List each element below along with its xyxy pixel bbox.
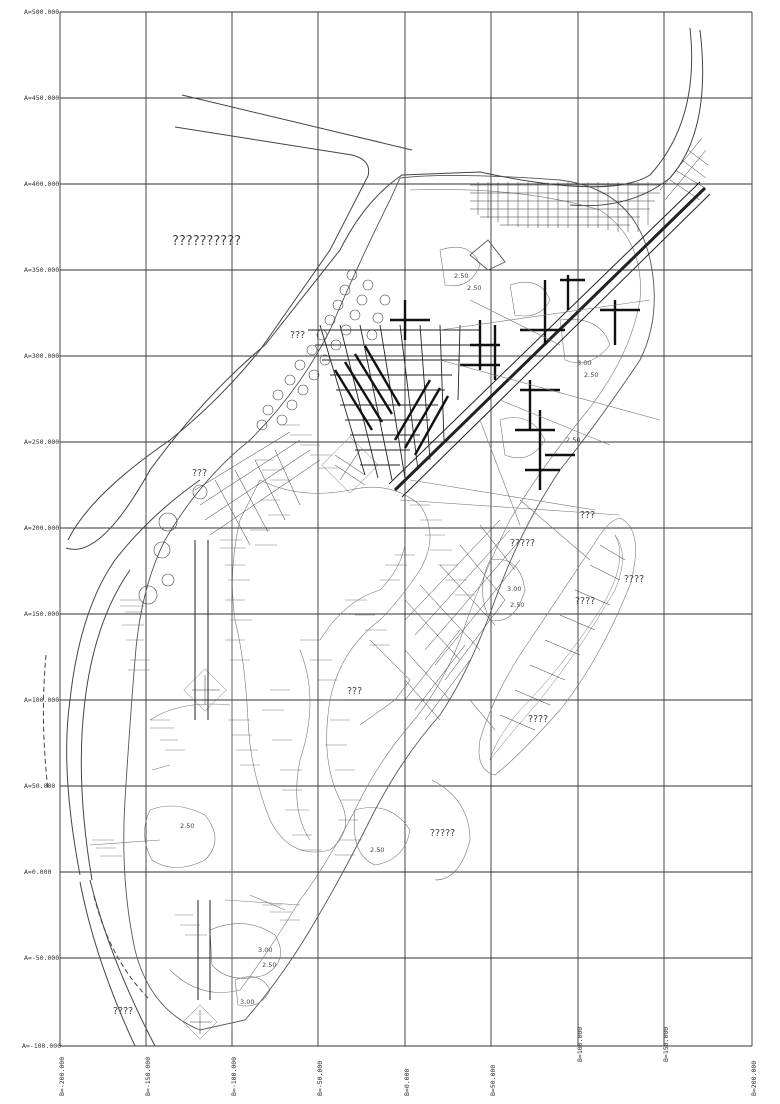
island-outline (123, 174, 655, 1031)
elevation-labels: 2.50 2.50 3.00 2.50 2.50 3.00 2.50 3.00 … (180, 272, 598, 1006)
grid-col-label: B=150.000 (662, 1027, 670, 1062)
grid-col-label: B=200.000 (750, 1061, 758, 1096)
roads (42, 27, 704, 1047)
grid-row-label: A=0.000 (24, 868, 51, 876)
outer-road-line (66, 479, 201, 876)
area-labels: ?????????? ????? ???? ???? ???? ????? ??… (113, 234, 644, 1017)
north-plaza-grid (470, 182, 660, 232)
area-label: ???? (575, 596, 595, 607)
edge-dashes (42, 654, 49, 791)
elevation-label: 3.00 (507, 585, 521, 593)
grid-col-label: B=0.000 (403, 1069, 411, 1096)
outer-road-line (89, 879, 156, 1047)
pond-outline (144, 805, 216, 868)
grid-row-label: A=400.000 (24, 180, 59, 188)
elevation-label: 2.50 (510, 601, 524, 609)
pond-outline (559, 319, 611, 364)
east-island-edge (478, 517, 636, 776)
grid-col-label: B=-150.000 (144, 1057, 152, 1096)
inner-lake-edge (232, 479, 431, 853)
grid-row-label: A=-50.000 (24, 954, 59, 962)
grid-col-label: B=-100.000 (230, 1057, 238, 1096)
area-label: ??? (290, 330, 305, 341)
grid-row-label: A=500.000 (24, 8, 59, 16)
tree-rows (138, 269, 391, 605)
grid-col-label: B=-50.000 (316, 1061, 324, 1096)
pond-outline (509, 281, 551, 317)
elevation-label: 2.50 (370, 846, 384, 854)
grid-row-label: A=-100.000 (22, 1042, 61, 1050)
pavilion-diamond (469, 239, 506, 271)
small-square-plaza (182, 436, 379, 1040)
inner-path-edge (169, 189, 641, 993)
pond-outline (209, 923, 281, 979)
grid-row-label: A=100.000 (24, 696, 59, 704)
annotation-clusters (92, 424, 475, 936)
grid-row-label: A=150.000 (24, 610, 59, 618)
grid-row-label: A=300.000 (24, 352, 59, 360)
upper-road-line (181, 94, 413, 151)
elevation-label: 2.50 (566, 436, 580, 444)
upper-road-line (67, 126, 370, 541)
pond-outline (499, 417, 546, 459)
area-label: ????? (430, 828, 455, 839)
area-label: ??? (580, 510, 595, 521)
west-promenade-grid (194, 431, 321, 546)
elevation-label: 3.00 (577, 359, 591, 367)
area-label: ???? (624, 574, 644, 585)
elevation-label: 3.00 (240, 998, 254, 1006)
paving-plazas (182, 137, 711, 1040)
area-label: ???? (113, 1006, 133, 1017)
elevation-label: 2.50 (262, 961, 276, 969)
col-labels: B=-200.000 B=-150.000 B=-100.000 B=-50.0… (58, 1027, 758, 1096)
outer-road-line (79, 881, 136, 1047)
area-label: ?????????? (172, 234, 241, 249)
east-garden-bars (390, 275, 640, 490)
outer-road-line (80, 569, 131, 881)
grid-row-label: A=250.000 (24, 438, 59, 446)
edge-dashes (93, 895, 151, 1001)
grid-row-label: A=50.000 (24, 782, 55, 790)
east-island-paving (489, 534, 626, 761)
coordinate-grid (59, 11, 753, 1047)
grid-row-label: A=450.000 (24, 94, 59, 102)
west-walkway (194, 540, 211, 1000)
row-labels: A=500.000 A=450.000 A=400.000 A=350.000 … (22, 8, 61, 1050)
elevation-label: 2.50 (180, 822, 194, 830)
grid-col-label: B=-200.000 (58, 1057, 66, 1096)
pond-outline (439, 246, 481, 287)
central-plaza-grid (308, 324, 480, 481)
elevation-label: 3.00 (258, 946, 272, 954)
elevation-label: 2.50 (454, 272, 468, 280)
grid-row-label: A=350.000 (24, 266, 59, 274)
pond-outline (353, 807, 411, 866)
path-network (89, 299, 661, 1030)
main-island-edge (123, 174, 655, 1031)
grid-col-label: B=100.000 (576, 1027, 584, 1062)
area-label: ???? (528, 714, 548, 725)
area-label: ??? (347, 686, 362, 697)
grid-col-label: B=50.000 (489, 1065, 497, 1096)
area-label: ????? (510, 538, 535, 549)
central-plaza-bars (333, 345, 450, 456)
east-lake-edge (431, 779, 471, 881)
elevation-label: 2.50 (467, 284, 481, 292)
elevation-label: 2.50 (584, 371, 598, 379)
pond-outline (482, 559, 526, 621)
outer-road-line (65, 27, 693, 550)
area-label: ??? (192, 468, 207, 479)
grid-row-label: A=200.000 (24, 524, 59, 532)
pond-outline (234, 976, 271, 1007)
